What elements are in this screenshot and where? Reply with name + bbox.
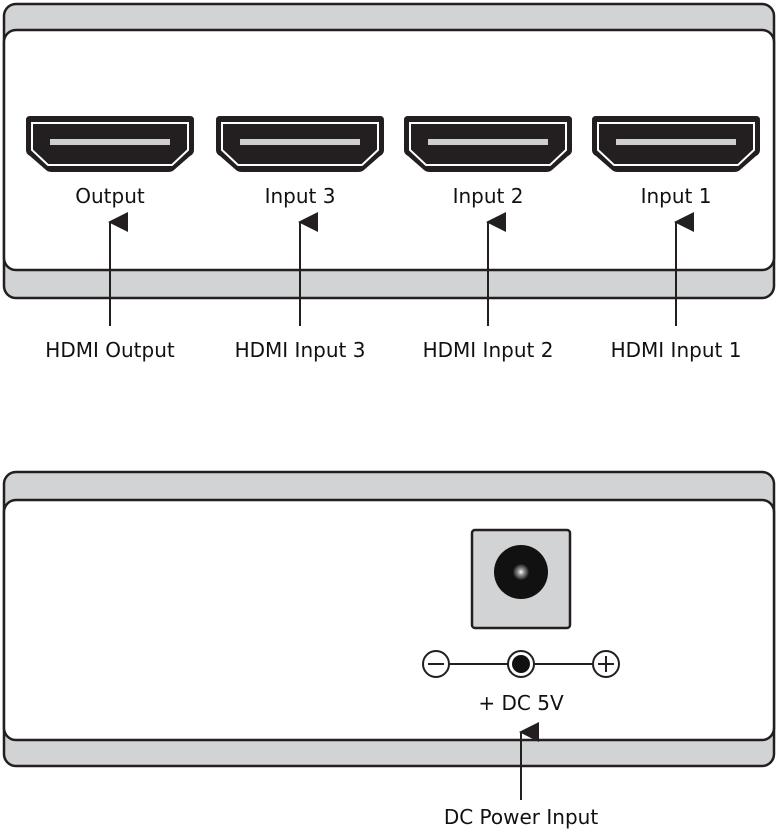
hdmi-port-icon [216, 116, 384, 172]
port-output: Output HDMI Output [26, 116, 194, 362]
port-label: Input 1 [641, 184, 712, 208]
minus-terminal-icon [422, 650, 450, 678]
polarity-label: + DC 5V [478, 691, 564, 715]
port-label: Input 3 [265, 184, 336, 208]
plus-terminal-icon [592, 650, 620, 678]
port-caption: HDMI Output [45, 338, 175, 362]
center-pin-icon [507, 650, 535, 678]
dc-jack-icon [470, 528, 572, 630]
hdmi-port-icon [592, 116, 760, 172]
hdmi-port-icon [26, 116, 194, 172]
polarity-symbol [422, 650, 620, 678]
port-caption: HDMI Input 3 [235, 338, 366, 362]
front-panel: Output HDMI Output Input 3 HDMI Input 3 … [2, 2, 776, 362]
port-label: Input 2 [453, 184, 524, 208]
port-input-3: Input 3 HDMI Input 3 [216, 116, 384, 362]
port-input-1: Input 1 HDMI Input 1 [592, 116, 760, 362]
dc-power-caption: DC Power Input [444, 805, 598, 829]
rear-faceplate [2, 498, 776, 742]
port-input-2: Input 2 HDMI Input 2 [404, 116, 572, 362]
port-label: Output [75, 184, 145, 208]
port-caption: HDMI Input 2 [423, 338, 554, 362]
hdmi-port-icon [404, 116, 572, 172]
front-faceplate [2, 28, 776, 272]
rear-panel: + DC 5V DC Power Input [2, 470, 776, 829]
port-caption: HDMI Input 1 [611, 338, 742, 362]
